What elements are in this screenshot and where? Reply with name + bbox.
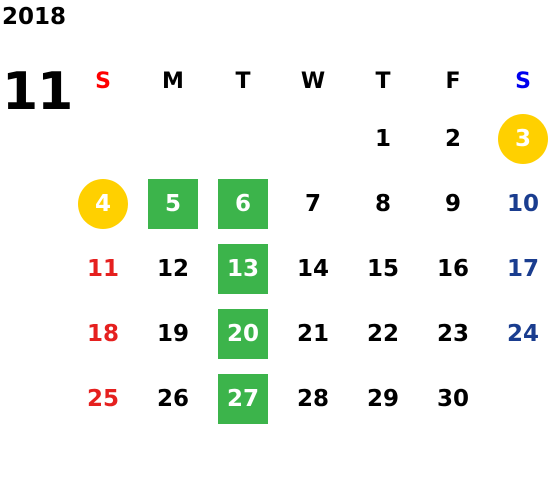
- calendar-day-cell: 11: [68, 236, 138, 301]
- calendar-day-cell: 12: [138, 236, 208, 301]
- calendar-day: 12: [156, 255, 189, 282]
- calendar-day-cell: 3: [488, 106, 548, 171]
- weekday-header-thu: T: [375, 68, 391, 94]
- calendar-day: 23: [436, 320, 469, 347]
- calendar-day: 25: [86, 385, 119, 412]
- calendar-grid: S M T W T F S 1 2 3 4 5 6 7 8 9 10 11 12…: [68, 56, 548, 431]
- calendar-day: 8: [374, 190, 391, 217]
- weekday-header-sat: S: [515, 68, 531, 94]
- calendar-day-cell: 2: [418, 106, 488, 171]
- calendar-day: 2: [444, 125, 461, 152]
- calendar-day-cell: [68, 106, 138, 171]
- calendar-day-cell: 22: [348, 301, 418, 366]
- weekday-header-sun: S: [95, 68, 111, 94]
- calendar-day-cell: 1: [348, 106, 418, 171]
- calendar-day-cell: 30: [418, 366, 488, 431]
- calendar-day: 9: [444, 190, 461, 217]
- calendar-day-cell: [278, 106, 348, 171]
- calendar-day-cell: 4: [68, 171, 138, 236]
- calendar-day-cell: 20: [208, 301, 278, 366]
- calendar-day-cell: 24: [488, 301, 548, 366]
- calendar-day-cell: 8: [348, 171, 418, 236]
- calendar-day: 15: [366, 255, 399, 282]
- calendar-day-cell: 7: [278, 171, 348, 236]
- calendar-day: 11: [86, 255, 119, 282]
- calendar-day: 18: [86, 320, 119, 347]
- calendar-day-boxed: 20: [218, 308, 268, 359]
- calendar-day-cell: 13: [208, 236, 278, 301]
- calendar-day: 26: [156, 385, 189, 412]
- calendar-day-boxed: 6: [218, 178, 268, 229]
- calendar-day-cell: [208, 106, 278, 171]
- calendar-day-cell: 18: [68, 301, 138, 366]
- calendar-day-cell: 6: [208, 171, 278, 236]
- weekday-header-mon: M: [162, 68, 184, 94]
- calendar-day-boxed: 5: [148, 178, 198, 229]
- weekday-header-wed: W: [300, 68, 326, 94]
- calendar-day: 7: [304, 190, 321, 217]
- calendar-day: 10: [506, 190, 539, 217]
- calendar-day-cell: 23: [418, 301, 488, 366]
- calendar-day: 29: [366, 385, 399, 412]
- calendar-day-cell: 9: [418, 171, 488, 236]
- calendar-day-cell: 10: [488, 171, 548, 236]
- calendar-day-cell: 28: [278, 366, 348, 431]
- calendar-day-boxed: 13: [218, 243, 268, 294]
- calendar-day-cell: [138, 106, 208, 171]
- calendar-day: 16: [436, 255, 469, 282]
- calendar-day: 17: [506, 255, 539, 282]
- calendar-day-circled: 4: [78, 178, 128, 229]
- calendar-day-cell: 29: [348, 366, 418, 431]
- calendar-day: 21: [296, 320, 329, 347]
- calendar-day-cell: 25: [68, 366, 138, 431]
- weekday-header-tue: T: [235, 68, 251, 94]
- calendar-day-cell: 15: [348, 236, 418, 301]
- calendar-day-cell: 16: [418, 236, 488, 301]
- calendar-day-cell: 26: [138, 366, 208, 431]
- calendar-month: 11: [2, 62, 73, 122]
- calendar-day: 28: [296, 385, 329, 412]
- calendar-year: 2018: [2, 4, 67, 30]
- calendar-day-cell: 27: [208, 366, 278, 431]
- calendar-day-cell: 14: [278, 236, 348, 301]
- calendar-day: 1: [374, 125, 391, 152]
- calendar-day: 22: [366, 320, 399, 347]
- calendar-day-cell: 17: [488, 236, 548, 301]
- calendar-day-boxed: 27: [218, 373, 268, 424]
- calendar-day-cell: 21: [278, 301, 348, 366]
- calendar-day: 30: [436, 385, 469, 412]
- calendar-day: 24: [506, 320, 539, 347]
- calendar-day-cell: 5: [138, 171, 208, 236]
- calendar-day: 19: [156, 320, 189, 347]
- calendar-day-cell: [488, 366, 548, 431]
- calendar-day-cell: 19: [138, 301, 208, 366]
- weekday-header-fri: F: [445, 68, 461, 94]
- calendar-day-circled: 3: [498, 113, 548, 164]
- calendar-day: 14: [296, 255, 329, 282]
